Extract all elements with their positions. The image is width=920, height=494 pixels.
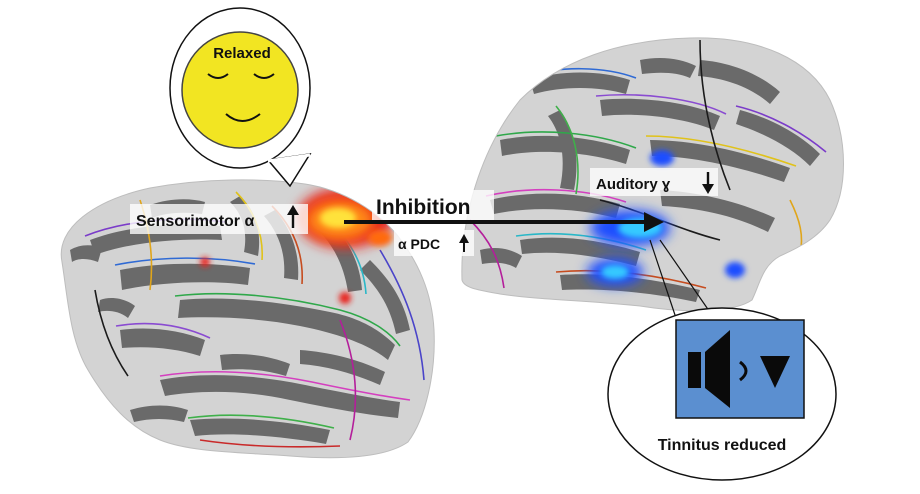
sensorimotor-label: Sensorimotor α: [130, 204, 308, 234]
volume-down-triangle-icon: [760, 356, 790, 388]
auditory-label: Auditory ɣ: [590, 168, 718, 196]
arrow-up-icon: [459, 234, 469, 252]
inhibition-arrowhead: [644, 212, 664, 232]
alpha-pdc-label: α PDC: [398, 236, 440, 252]
tinnitus-reduced-label: Tinnitus reduced: [658, 437, 787, 454]
auditory-gamma-text: Auditory ɣ: [596, 176, 671, 193]
relaxed-label: Relaxed: [213, 45, 271, 62]
inhibition-label: Inhibition: [376, 196, 470, 219]
inhibition-arrow: Inhibition α PDC: [344, 190, 664, 256]
sensorimotor-alpha-text: Sensorimotor α: [136, 213, 254, 230]
tinnitus-callout: Tinnitus reduced: [607, 239, 837, 481]
relaxed-speech-bubble: Relaxed: [169, 7, 312, 188]
arrow-up-icon: [287, 205, 299, 228]
speaker-icon: [688, 330, 748, 408]
arrow-down-icon: [702, 172, 714, 194]
smiling-face-icon: [181, 31, 299, 149]
